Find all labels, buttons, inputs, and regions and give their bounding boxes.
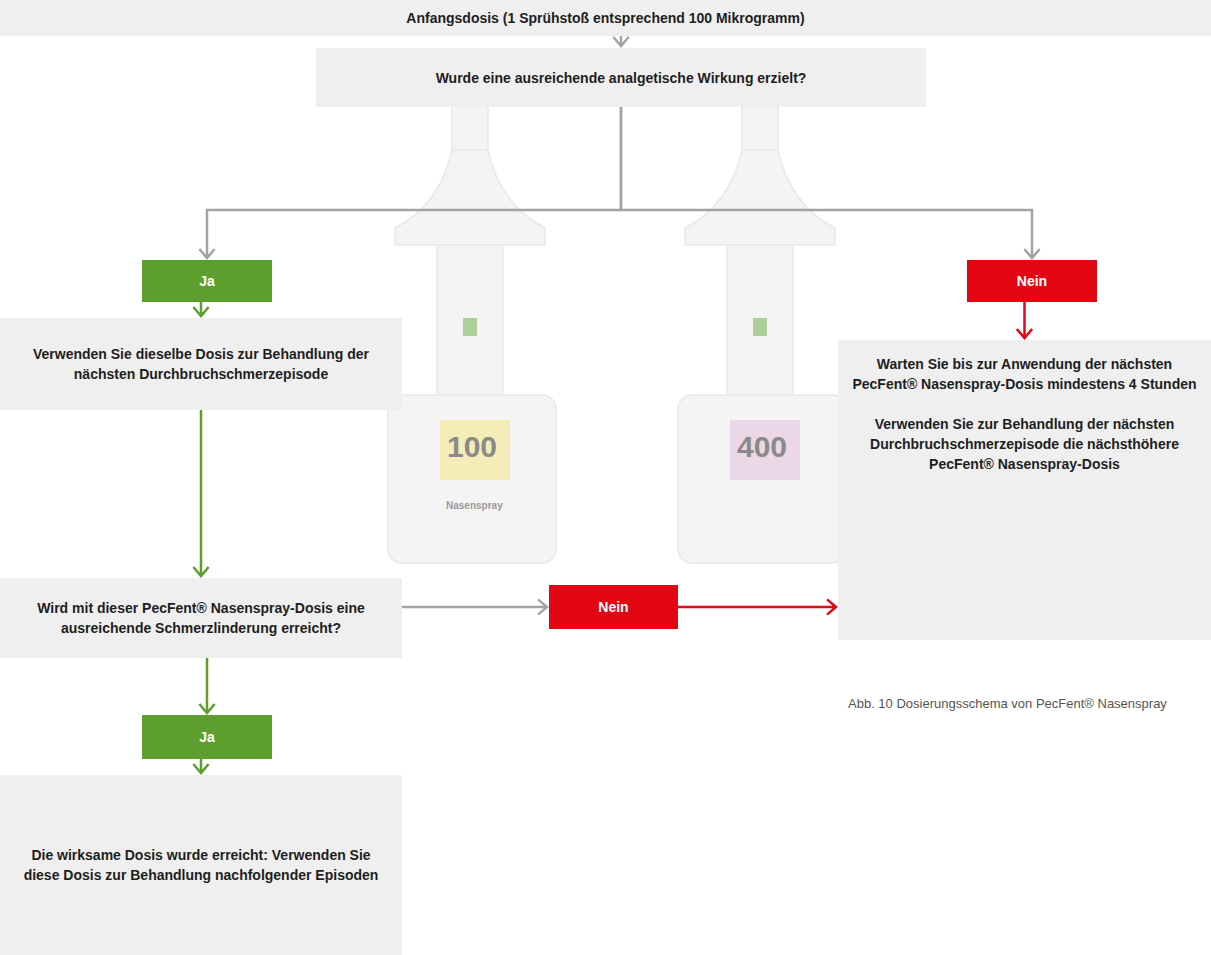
no-box: Nein (549, 585, 678, 629)
node-text: Verwenden Sie dieselbe Dosis zur Behandl… (14, 344, 388, 384)
dose-number: 400 (737, 430, 787, 464)
yes-box: Ja (142, 715, 272, 759)
yes-box: Ja (142, 260, 272, 302)
flow-arrow (621, 107, 1040, 258)
flow-arrow (613, 36, 628, 46)
process-box: Verwenden Sie dieselbe Dosis zur Behandl… (0, 318, 402, 410)
node-text: Warten Sie bis zur Anwendung der nächste… (852, 354, 1197, 394)
dose-number: 100 (447, 430, 497, 464)
flow-arrow (199, 658, 214, 713)
node-text: Anfangsdosis (1 Sprühstoß entsprechend 1… (406, 8, 804, 28)
process-box: Warten Sie bis zur Anwendung der nächste… (838, 340, 1211, 640)
flow-arrow (678, 599, 836, 614)
decision-box: Wurde eine ausreichende analgetische Wir… (316, 48, 926, 107)
node-text: Ja (199, 271, 215, 291)
result-box: Die wirksame Dosis wurde erreicht: Verwe… (0, 775, 402, 955)
node-text: Die wirksame Dosis wurde erreicht: Verwe… (14, 845, 388, 885)
flow-arrow (193, 302, 208, 316)
node-text: Wird mit dieser PecFent® Nasenspray-Dosi… (14, 598, 388, 638)
flow-arrow (193, 759, 208, 773)
flow-arrow (193, 410, 208, 576)
node-text: Wurde eine ausreichende analgetische Wir… (436, 68, 807, 88)
node-text: Nein (598, 597, 628, 617)
no-box: Nein (967, 260, 1097, 302)
flow-arrow (199, 107, 621, 258)
decision-box: Wird mit dieser PecFent® Nasenspray-Dosi… (0, 578, 402, 658)
node-text: Nein (1017, 271, 1047, 291)
bottle-text: Nasenspray (446, 500, 503, 511)
flow-arrow (1017, 302, 1032, 338)
flow-arrow (402, 599, 547, 614)
node-text: Verwenden Sie zur Behandlung der nächste… (852, 414, 1197, 474)
figure-caption: Abb. 10 Dosierungsschema von PecFent® Na… (848, 696, 1167, 711)
start-band: Anfangsdosis (1 Sprühstoß entsprechend 1… (0, 0, 1211, 36)
node-text: Ja (199, 727, 215, 747)
